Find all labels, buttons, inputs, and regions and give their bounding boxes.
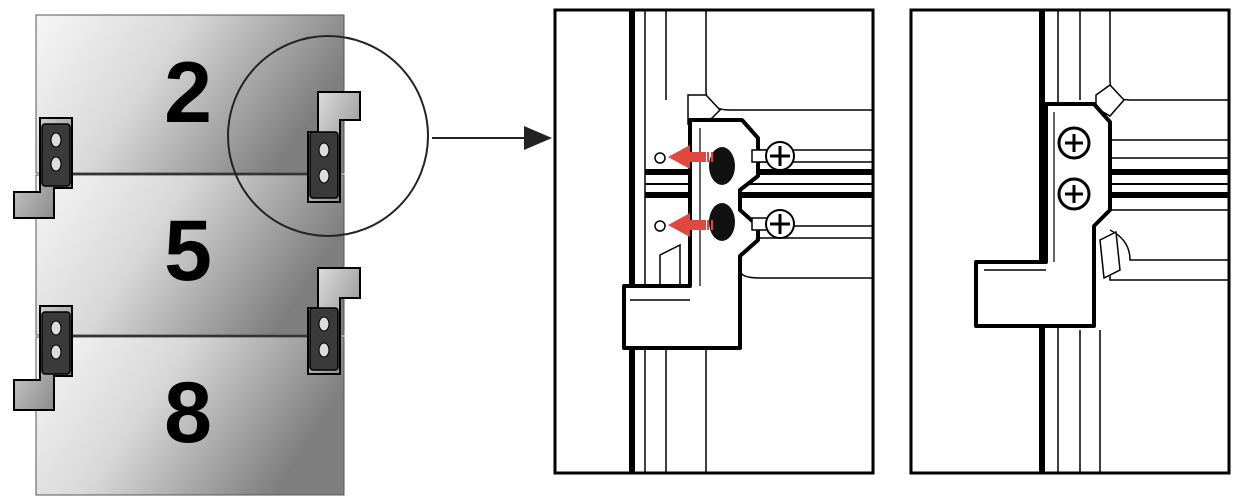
- insert-arrow-icon: [668, 145, 713, 169]
- panel-number-8: 8: [164, 365, 212, 461]
- hinge-bracket-icon: [13, 117, 73, 219]
- insert-arrow-icon: [668, 213, 713, 237]
- detail-view-after: [909, 8, 1231, 475]
- panel-number-2: 2: [164, 45, 212, 141]
- phillips-screw-icon: [1057, 126, 1091, 160]
- hinge-bracket-icon: [13, 305, 73, 411]
- panel-5: [35, 174, 345, 336]
- panel-2: [35, 14, 345, 174]
- hinge-bracket-icon: [622, 118, 760, 350]
- hinge-bracket-icon: [307, 267, 361, 375]
- phillips-screw-icon: [1057, 177, 1091, 211]
- panel-number-5: 5: [164, 203, 212, 299]
- phillips-screw-icon: [751, 209, 795, 239]
- detail-view-before: [553, 8, 875, 475]
- hinge-bracket-icon: [307, 91, 361, 203]
- screw-hole-icon: [654, 152, 666, 164]
- phillips-screw-icon: [751, 141, 795, 171]
- screw-hole-icon: [654, 220, 666, 232]
- hinge-bracket-icon: [974, 102, 1112, 328]
- panel-stack: 2 5 8: [35, 14, 345, 496]
- detail-magnifier-circle: [227, 35, 429, 237]
